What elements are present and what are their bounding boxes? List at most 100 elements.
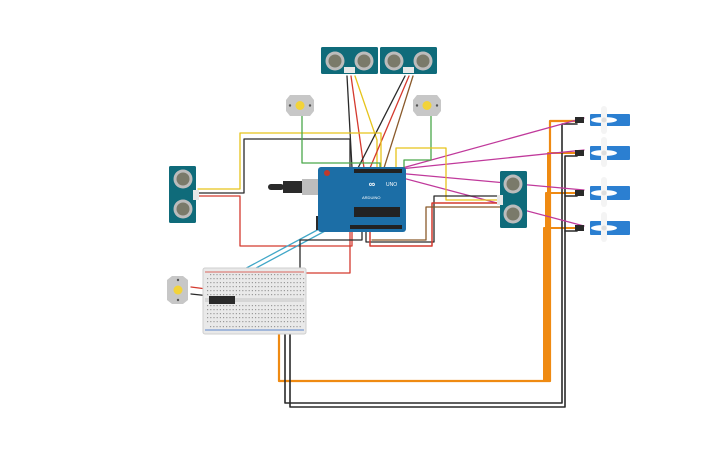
wire-green-motor-right[interactable] (403, 113, 432, 171)
breadboard[interactable] (202, 267, 307, 335)
breadboard-hole (277, 278, 279, 280)
wire-orange-servo-4[interactable] (543, 227, 578, 382)
wire-black-left-sensor[interactable] (197, 138, 351, 194)
breadboard-rail-hole (261, 274, 263, 276)
breadboard-hole (219, 278, 221, 280)
ultrasonic-sensor-top-1[interactable] (321, 47, 378, 74)
breadboard-hole (277, 317, 279, 319)
wire-black-servo-loop-1[interactable] (284, 123, 578, 404)
breadboard-rail-hole (299, 274, 301, 276)
breadboard-hole (248, 294, 250, 296)
wire-brown-right-sensor[interactable] (371, 206, 501, 241)
breadboard-hole (229, 313, 231, 315)
breadboard-hole (277, 294, 279, 296)
reset-button[interactable] (324, 170, 330, 176)
breadboard-hole (274, 286, 276, 288)
wire-yellow-top-sensor-1[interactable] (354, 75, 378, 169)
wire-yellow-left-sensor[interactable] (197, 132, 382, 190)
wire-orange-servo-3[interactable] (545, 192, 578, 382)
breadboard-hole (232, 294, 234, 296)
breadboard-hole (271, 286, 273, 288)
breadboard-hole (239, 286, 241, 288)
breadboard-hole (223, 294, 225, 296)
servo-motor-2[interactable] (575, 137, 630, 167)
servo-motor-3[interactable] (575, 177, 630, 207)
breadboard-hole (255, 313, 257, 315)
breadboard-rail-hole (213, 326, 215, 328)
wire-green-motor-left[interactable] (301, 113, 381, 171)
breadboard-hole (255, 286, 257, 288)
breadboard-hole (223, 305, 225, 307)
breadboard-hole (264, 309, 266, 311)
ultrasonic-sensor-left[interactable] (169, 166, 199, 223)
breadboard-hole (239, 321, 241, 323)
breadboard-hole (210, 313, 212, 315)
wire-magenta-servo-4[interactable] (379, 171, 585, 227)
breadboard-rail-hole (254, 274, 256, 276)
breadboard-rail-hole (232, 326, 234, 328)
breadboard-rail-hole (270, 274, 272, 276)
breadboard-hole (210, 294, 212, 296)
breadboard-hole (216, 286, 218, 288)
breadboard-hole (258, 294, 260, 296)
servo-motor-4[interactable] (575, 212, 630, 242)
wire-black-servo-loop-2[interactable] (289, 155, 578, 408)
breadboard-hole (255, 305, 257, 307)
breadboard-rail-hole (210, 326, 212, 328)
wire-black-breadboard-gnd[interactable] (299, 231, 363, 269)
breadboard-hole (287, 278, 289, 280)
wire-red-top-sensor-2[interactable] (369, 75, 410, 169)
wire-red-breadboard-power[interactable] (211, 231, 351, 274)
breadboard-hole (223, 313, 225, 315)
wire-magenta-servo-2[interactable] (389, 149, 585, 171)
dc-motor-top-right[interactable] (413, 95, 441, 116)
breadboard-hole (267, 321, 269, 323)
breadboard-hole (299, 286, 301, 288)
breadboard-hole (283, 294, 285, 296)
board-brand: ARDUINO (362, 195, 380, 200)
breadboard-hole (223, 278, 225, 280)
wire-magenta-servo-1[interactable] (394, 117, 585, 171)
breadboard-hole (251, 282, 253, 284)
dc-motor-top-left[interactable] (286, 95, 314, 116)
wire-yellow-right-sensor[interactable] (395, 147, 501, 201)
wire-red-left-sensor[interactable] (197, 195, 353, 247)
breadboard-hole (245, 313, 247, 315)
breadboard-rail-hole (299, 326, 301, 328)
wire-black-top-sensor-2[interactable] (357, 75, 406, 169)
servo-motor-1[interactable] (575, 106, 630, 134)
breadboard-hole (213, 286, 215, 288)
breadboard-hole (280, 313, 282, 315)
breadboard-hole (232, 290, 234, 292)
breadboard-hole (242, 321, 244, 323)
ultrasonic-sensor-top-2[interactable] (380, 47, 437, 74)
ic-chip[interactable] (209, 296, 235, 304)
breadboard-hole (251, 286, 253, 288)
header-digital (354, 169, 402, 173)
breadboard-hole (242, 290, 244, 292)
breadboard-hole (226, 294, 228, 296)
wire-red-top-sensor-1[interactable] (350, 75, 365, 169)
wire-red-right-sensor[interactable] (369, 202, 501, 247)
breadboard-hole (248, 317, 250, 319)
breadboard-hole (271, 309, 273, 311)
breadboard-hole (277, 305, 279, 307)
wire-black-right-sensor[interactable] (365, 195, 501, 243)
arduino-uno-board[interactable]: ∞ UNO ARDUINO (268, 167, 406, 232)
wire-magenta-servo-3[interactable] (384, 171, 585, 191)
breadboard-rail-hole (277, 274, 279, 276)
breadboard-hole (303, 313, 305, 315)
breadboard-hole (299, 290, 301, 292)
dc-motor-left[interactable] (167, 276, 188, 304)
breadboard-hole (216, 313, 218, 315)
breadboard-hole (226, 305, 228, 307)
breadboard-hole (274, 313, 276, 315)
breadboard-rail-hole (235, 274, 237, 276)
wire-brown-top-sensor-2[interactable] (383, 75, 414, 169)
breadboard-hole (219, 286, 221, 288)
wire-black-top-sensor-1[interactable] (346, 75, 353, 169)
breadboard-hole (213, 309, 215, 311)
wire-orange-servo-2[interactable] (547, 152, 578, 382)
ultrasonic-sensor-right[interactable] (497, 171, 527, 228)
breadboard-hole (277, 313, 279, 315)
